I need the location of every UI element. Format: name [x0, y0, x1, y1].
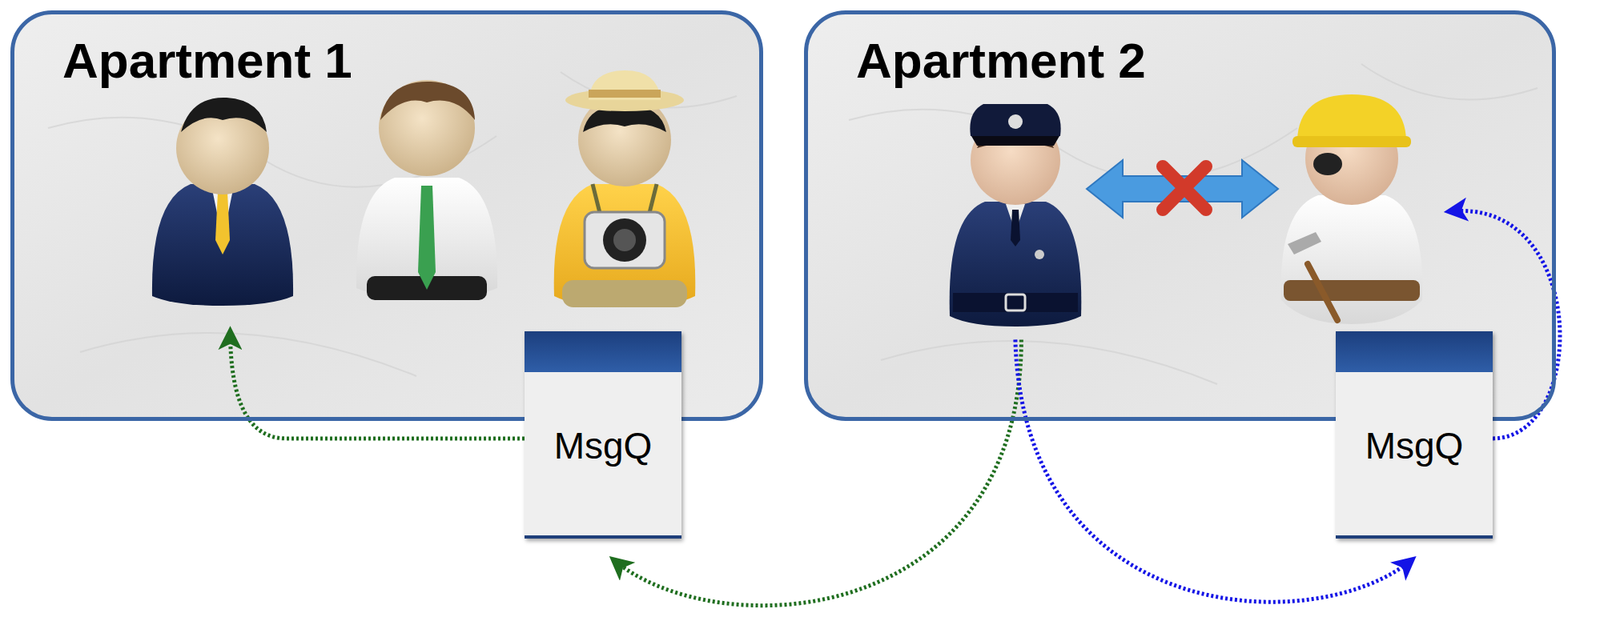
apartment-title: Apartment 1 — [62, 32, 353, 89]
marble-floor — [805, 12, 1555, 420]
queue-label: MsgQ — [1335, 424, 1493, 468]
blocked-double-arrow — [1086, 160, 1279, 218]
queue-label: MsgQ — [524, 424, 682, 468]
message-queue: MsgQ — [1335, 331, 1493, 539]
businessman-icon — [152, 97, 294, 306]
police-officer-icon — [949, 104, 1082, 327]
tourist-icon — [554, 70, 696, 308]
marble-veins — [48, 64, 1538, 385]
apartment-title: Apartment 2 — [856, 32, 1146, 89]
marble-floor — [12, 12, 762, 420]
message-flow-arrow — [229, 330, 525, 439]
office-worker-icon — [356, 80, 498, 301]
queue-header-band — [1335, 331, 1493, 373]
construction-worker-icon — [1281, 94, 1424, 325]
queue-header-band — [524, 331, 682, 373]
message-queue: MsgQ — [524, 331, 682, 539]
